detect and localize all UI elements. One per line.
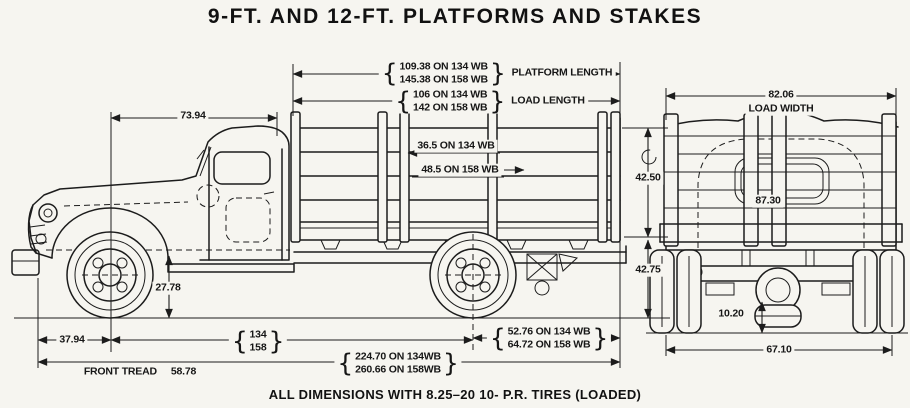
dim-cab-to-axle: 73.94	[177, 109, 209, 123]
front-tread-callout: FRONT TREAD 58.78	[80, 365, 200, 379]
brace-close-icon: }	[592, 323, 609, 353]
dim-value: 158	[249, 341, 267, 353]
brace-close-icon: }	[442, 348, 459, 378]
rear-view-drawing	[646, 111, 908, 334]
brace-close-icon: }	[489, 86, 506, 116]
footer-note: ALL DIMENSIONS WITH 8.25–20 10- P.R. TIR…	[268, 387, 642, 402]
dim-value: 106 ON 134 WB	[412, 88, 488, 101]
dim-frame-height: 27.78	[152, 281, 184, 295]
side-view-drawing	[11, 111, 632, 352]
dim-platform-height: 42.75	[632, 263, 664, 277]
brace-open-icon: {	[395, 86, 411, 116]
dim-value: 134	[249, 328, 267, 341]
brace-close-icon: }	[489, 58, 506, 88]
dim-value: 224.70 ON 134WB	[355, 350, 441, 363]
dim-wheelbase: { 134 158 }	[228, 326, 288, 356]
dim-front-overhang: 37.94	[56, 333, 88, 347]
dim-load-width-value: 82.06	[765, 88, 797, 102]
dim-value: 64.72 ON 158 WB	[507, 338, 591, 350]
dim-overall-length: { 224.70 ON 134WB 260.66 ON 158WB }	[334, 348, 462, 378]
dim-mid-section-158: 48.5 ON 158 WB	[418, 163, 502, 177]
front-tread-value: 58.78	[170, 365, 197, 378]
dim-value: 52.76 ON 134 WB	[507, 325, 591, 338]
front-tread-label: FRONT TREAD	[83, 365, 157, 378]
dim-rear-tread: 67.10	[763, 343, 795, 357]
dim-load-length: { 106 ON 134 WB 142 ON 158 WB } LOAD LEN…	[392, 86, 588, 116]
dim-value: 145.38 ON 158 WB	[399, 73, 488, 85]
dim-load-width-caption: LOAD WIDTH	[745, 102, 817, 116]
dim-mid-section-134: 36.5 ON 134 WB	[414, 139, 498, 153]
dim-value: 142 ON 158 WB	[412, 101, 488, 113]
brace-open-icon: {	[489, 323, 506, 353]
brace-open-icon: {	[381, 58, 398, 88]
dim-caption: LOAD LENGTH	[511, 94, 585, 107]
dim-stake-height: 42.50	[632, 171, 664, 185]
dim-platform-length: { 109.38 ON 134 WB 145.38 ON 158 WB } PL…	[378, 58, 616, 88]
brace-open-icon: {	[337, 348, 354, 378]
brace-open-icon: {	[231, 326, 248, 356]
brace-close-icon: }	[268, 326, 285, 356]
dim-caption: PLATFORM LENGTH	[511, 66, 613, 79]
page-title: 9-FT. AND 12-FT. PLATFORMS AND STAKES	[207, 5, 703, 28]
dim-rear-overhang: { 52.76 ON 134 WB 64.72 ON 158 WB }	[486, 323, 612, 353]
dim-value: 260.66 ON 158WB	[355, 363, 441, 375]
dim-ground-clearance: 10.20	[715, 307, 747, 321]
dim-value: 109.38 ON 134 WB	[399, 60, 488, 73]
dim-inner-width: 87.30	[752, 194, 784, 208]
